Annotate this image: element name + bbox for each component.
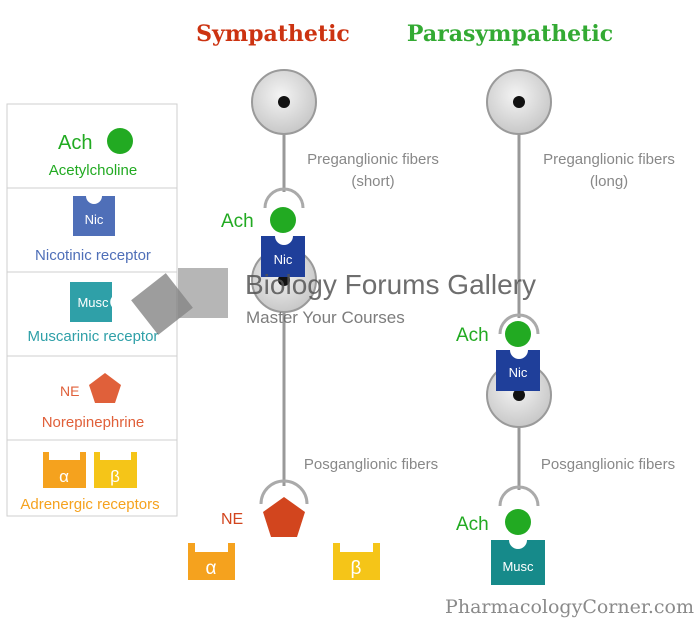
legend-ach-icon [107, 128, 133, 154]
legend-beta-receptor-icon [94, 452, 137, 488]
sympathetic-ganglion-ach-icon [270, 207, 296, 233]
sympathetic-nicotinic-receptor-label: Nic [274, 252, 293, 267]
legend-ne-label: Norepinephrine [42, 414, 145, 431]
legend-ach-symbol: Ach [58, 132, 92, 154]
parasympathetic-preganglionic-neuron [486, 69, 552, 135]
legend-alpha-symbol: α [59, 467, 69, 486]
legend-ne-icon [89, 373, 121, 403]
parasympathetic-preganglionic-label-line2: (long) [590, 173, 628, 190]
sympathetic-effector-terminal [259, 479, 309, 505]
parasympathetic-postganglionic-label: Posganglionic fibers [541, 456, 675, 473]
sympathetic-beta-label: β [351, 558, 362, 579]
source-credit: PharmacologyCorner.com [445, 596, 694, 618]
watermark-subtitle: Master Your Courses [246, 308, 405, 327]
watermark-logo-icon [131, 268, 228, 335]
nucleus-icon [513, 389, 525, 401]
sympathetic-nicotinic-receptor-icon [261, 236, 305, 277]
parasympathetic-presynaptic-terminal [498, 313, 540, 335]
parasympathetic-effector-ach-label: Ach [456, 514, 489, 535]
parasympathetic-preganglionic-label-line1: Preganglionic fibers [543, 151, 675, 168]
parasympathetic-ganglion-ach-icon [505, 321, 531, 347]
parasympathetic-nicotinic-receptor-icon [496, 350, 540, 391]
watermark-title: Biology Forums Gallery [245, 269, 536, 300]
sympathetic-presynaptic-terminal [263, 187, 305, 209]
parasympathetic-effector-ach-icon [505, 509, 531, 535]
parasympathetic-title: Parasympathetic [407, 21, 613, 47]
sympathetic-ne-icon [263, 497, 305, 537]
watermark: Biology Forums Gallery Master Your Cours… [131, 268, 536, 335]
sympathetic-preganglionic-neuron [251, 69, 317, 135]
sympathetic-title: Sympathetic [196, 21, 350, 47]
sympathetic-ne-label: NE [221, 511, 243, 528]
nucleus-icon [513, 96, 525, 108]
sympathetic-beta-receptor-icon [333, 543, 380, 580]
sympathetic-alpha-receptor-icon [188, 543, 235, 580]
legend-musc-symbol: Musc [77, 295, 109, 310]
sympathetic-preganglionic-label-line2: (short) [351, 173, 394, 190]
parasympathetic-effector-terminal [498, 485, 540, 507]
legend-musc-label: Muscarinic receptor [28, 328, 159, 345]
sympathetic-alpha-label: α [206, 558, 217, 579]
parasympathetic-nicotinic-receptor-label: Nic [509, 365, 528, 380]
legend-musc-receptor-icon [70, 282, 112, 322]
legend-ne-symbol: NE [60, 383, 79, 399]
parasympathetic-ganglion-ach-label: Ach [456, 325, 489, 346]
legend-nic-receptor-icon [73, 196, 115, 236]
nucleus-icon [278, 96, 290, 108]
legend-alpha-receptor-icon [43, 452, 86, 488]
legend-ach-label: Acetylcholine [49, 162, 137, 179]
parasympathetic-muscarinic-receptor-label: Musc [502, 559, 534, 574]
legend-beta-symbol: β [110, 467, 120, 486]
sympathetic-ganglion-ach-label: Ach [221, 211, 254, 232]
legend-nic-symbol: Nic [85, 212, 104, 227]
sympathetic-postganglionic-label: Posganglionic fibers [304, 456, 438, 473]
parasympathetic-pathway: Ach Nic Preganglionic fibers (long) Posg… [456, 69, 675, 585]
legend-adrenergic-label: Adrenergic receptors [20, 496, 159, 513]
parasympathetic-muscarinic-receptor-icon [491, 540, 545, 585]
legend-nic-label: Nicotinic receptor [35, 247, 151, 264]
sympathetic-pathway: Ach Nic Preganglionic fibers (short) Pos… [188, 69, 439, 580]
sympathetic-preganglionic-label-line1: Preganglionic fibers [307, 151, 439, 168]
